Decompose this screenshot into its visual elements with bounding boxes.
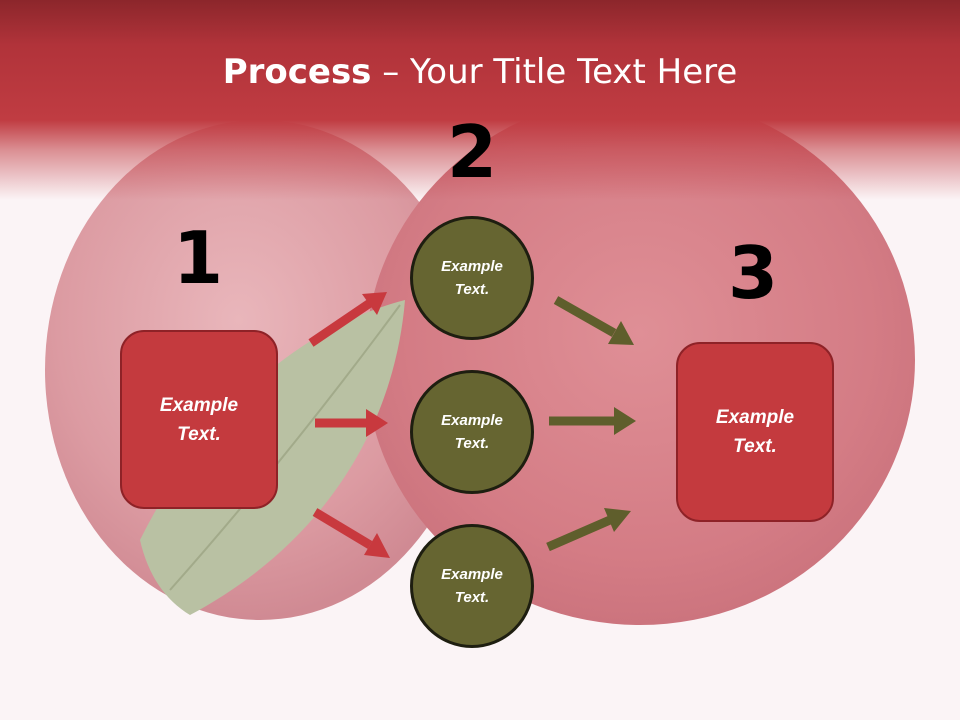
arrow-top-to-right-shaft xyxy=(553,296,617,337)
right-box-text: Example Text. xyxy=(715,407,795,457)
circle-middle[interactable]: Example Text. xyxy=(410,370,534,494)
circle-bottom[interactable]: Example Text. xyxy=(410,524,534,648)
arrow-left-to-bottom-head xyxy=(364,533,390,558)
arrow-left-to-bottom-shaft xyxy=(312,508,373,549)
circle-top[interactable]: Example Text. xyxy=(410,216,534,340)
step-number-1: 1 xyxy=(172,216,224,300)
left-box-text: Example Text. xyxy=(159,394,239,445)
left-process-box[interactable]: Example Text. xyxy=(120,330,278,509)
circle-bottom-text: Example Text. xyxy=(441,566,503,606)
arrow-top-to-right-head xyxy=(608,321,634,345)
arrow-bottom-to-right-shaft xyxy=(546,515,612,552)
circle-top-text: Example Text. xyxy=(441,258,503,298)
step-number-2: 2 xyxy=(446,110,498,194)
step-number-3: 3 xyxy=(727,231,779,315)
arrow-left-to-top-shaft xyxy=(308,299,373,347)
arrow-left-to-top-head xyxy=(362,292,387,315)
arrow-left-to-middle-head xyxy=(366,409,388,437)
title-bold: Process xyxy=(222,52,372,92)
right-process-box[interactable]: Example Text. xyxy=(676,342,834,522)
arrow-middle-to-right-head xyxy=(614,407,636,435)
circle-middle-text: Example Text. xyxy=(441,412,503,452)
slide-title[interactable]: Process – Your Title Text Here xyxy=(0,52,960,92)
title-rest: – Your Title Text Here xyxy=(371,52,738,92)
arrow-bottom-to-right-head xyxy=(604,508,631,532)
header-band xyxy=(0,0,960,200)
